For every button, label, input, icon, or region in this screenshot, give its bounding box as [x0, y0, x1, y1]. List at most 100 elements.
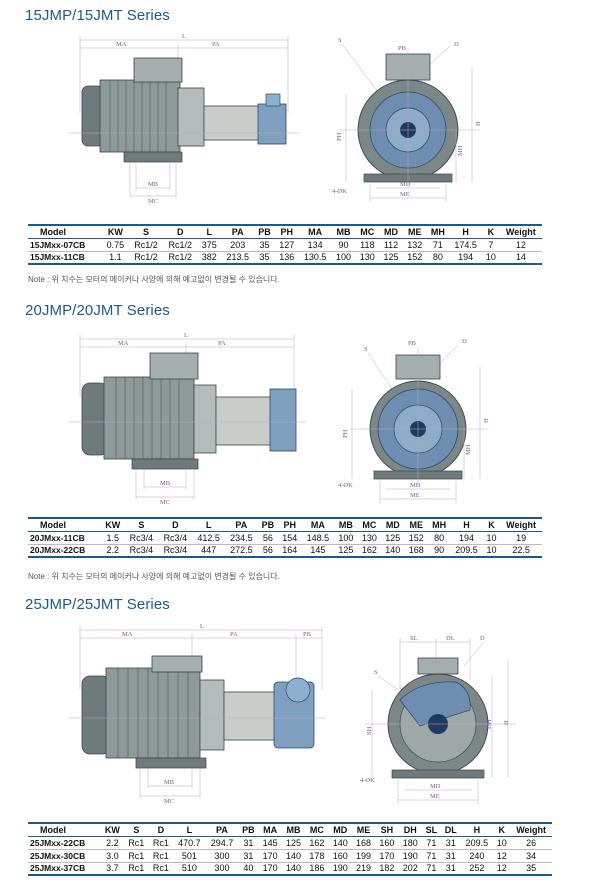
cell: 145 — [262, 837, 278, 848]
col-me: ME — [351, 823, 376, 837]
section-15jmp: 15JMP/15JMT Series L MA PA — [0, 0, 601, 295]
dim-PA: PA — [230, 631, 238, 638]
col-model: Model — [28, 823, 101, 837]
cell: 194 — [449, 250, 483, 264]
cell: Rc1 — [124, 861, 149, 875]
dim-MC: MC — [164, 798, 174, 804]
cell: Rc1 — [128, 837, 145, 848]
cell: 130.5 — [298, 250, 332, 264]
col-md: MD — [381, 518, 405, 532]
cell: 71 — [421, 861, 441, 875]
cell: 15JMxx-11CB — [28, 250, 102, 264]
cell: 1.5 — [106, 532, 120, 543]
cell: 2.2 — [106, 837, 119, 848]
col-mh: MH — [426, 225, 450, 239]
col-ma: MA — [301, 518, 335, 532]
cell: Rc1 — [148, 848, 174, 862]
cell: 136 — [274, 250, 299, 264]
cell: 15JMxx-07CB — [30, 239, 86, 250]
front-view-drawing: S PB D PH H MH MD ME 4-ØK — [338, 338, 490, 503]
spec-table: Model KW S D L PA PB PH MA MB MC MD ME M… — [28, 224, 542, 265]
col-k: K — [493, 823, 511, 837]
col-h: H — [460, 823, 494, 837]
col-md: MD — [379, 225, 403, 239]
cell: 219 — [351, 861, 376, 875]
dim-PB: PB — [408, 340, 417, 347]
section-title: 25JMP/25JMT Series — [25, 596, 170, 613]
cell: 71 — [421, 848, 441, 862]
dim-K: 4-ØK — [332, 188, 347, 195]
cell: 412.5 — [197, 532, 220, 543]
cell: 140 — [381, 543, 405, 557]
cell: 174.5 — [454, 239, 477, 250]
table-header-row: Model KW S D L PA PB PH MA MB MC MD ME M… — [28, 518, 542, 532]
col-mb: MB — [281, 823, 306, 837]
side-view-drawing: L MA PA MB MC — [68, 33, 300, 205]
cell: 162 — [357, 543, 382, 557]
cell: 272.5 — [224, 543, 258, 557]
cell: 34 — [510, 848, 552, 862]
cell: 31 — [238, 848, 259, 862]
cell: 31 — [243, 837, 254, 848]
table-row: 20JMxx-22CB 2.2 Rc3/4 Rc3/4 447 272.5 56… — [28, 543, 542, 557]
cell: Rc1 — [124, 848, 149, 862]
dim-PH: PH — [336, 132, 343, 141]
col-pa: PA — [221, 225, 255, 239]
cell: 178 — [305, 848, 329, 862]
cell: 164 — [278, 543, 302, 557]
cell: 35 — [259, 239, 270, 250]
cell: 300 — [205, 861, 239, 875]
cell: 56 — [257, 543, 279, 557]
cell: 140 — [332, 837, 348, 848]
cell: 194 — [459, 532, 475, 543]
cell: 22.5 — [500, 543, 542, 557]
cell: 1.1 — [101, 250, 129, 264]
cell: 148.5 — [306, 532, 330, 543]
table-header-row: Model KW S D L PA PB PH MA MB MC MD ME M… — [28, 225, 542, 239]
dim-MC: MC — [148, 198, 158, 205]
dim-MB: MB — [160, 480, 171, 487]
dim-PA: PA — [212, 41, 220, 48]
table-row: 15JMxx-11CB 1.1 Rc1/2 Rc1/2 382 213.5 35… — [28, 250, 542, 264]
section-title: 20JMP/20JMT Series — [25, 302, 170, 319]
col-ph: PH — [278, 518, 302, 532]
col-pb: PB — [238, 823, 259, 837]
cell: 152 — [408, 532, 424, 543]
cell: 31 — [440, 861, 461, 875]
cell: 25JMxx-30CB — [28, 848, 101, 862]
col-ma: MA — [298, 225, 332, 239]
cell: 12 — [515, 239, 526, 250]
cell: 190 — [398, 848, 422, 862]
table-row: 25JMxx-30CB 3.0 Rc1 Rc1 501 300 31 170 1… — [28, 848, 552, 862]
cell: 134 — [307, 239, 323, 250]
col-mb: MB — [334, 518, 358, 532]
cell: 209.5 — [450, 543, 483, 557]
cell: 213.5 — [221, 250, 255, 264]
col-l: L — [192, 518, 225, 532]
col-dh: DH — [398, 823, 422, 837]
side-view-drawing: L MA PA PB MB MC — [68, 623, 326, 804]
cell: Rc1 — [148, 861, 174, 875]
dim-K: 4-ØK — [338, 482, 353, 489]
dim-MH: MH — [465, 444, 472, 455]
section-20jmp: 20JMP/20JMT Series L MA PA MB MC — [0, 295, 601, 590]
cell: 125 — [334, 543, 358, 557]
cell: 130 — [355, 250, 380, 264]
cell: 7 — [488, 239, 494, 250]
dim-S: S — [364, 346, 368, 353]
cell: 35 — [254, 250, 275, 264]
cell: 3.0 — [100, 848, 125, 862]
cell: Rc1/2 — [163, 250, 198, 264]
cell: 168 — [404, 543, 428, 557]
cell: 25JMxx-22CB — [30, 837, 86, 848]
col-s: S — [124, 823, 149, 837]
cell: 182 — [375, 861, 399, 875]
cell: 234.5 — [230, 532, 253, 543]
cell: 100 — [331, 250, 356, 264]
dim-MB: MB — [148, 181, 159, 188]
side-view-drawing: L MA PA MB MC — [68, 332, 306, 505]
cell: 90 — [338, 239, 349, 250]
dim-MD: MD — [430, 783, 441, 790]
cell: 0.75 — [106, 239, 125, 250]
dim-L: L — [184, 332, 188, 339]
